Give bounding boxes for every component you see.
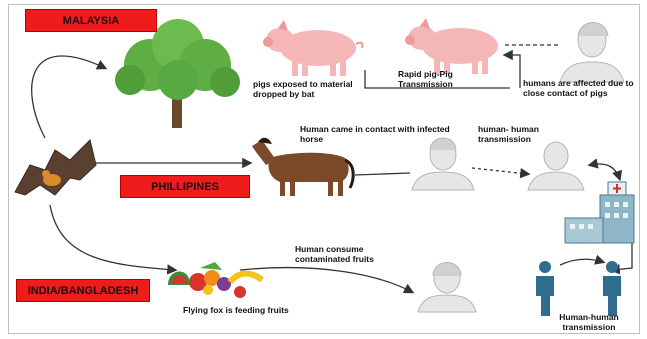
- caption-pigs-exposed: pigs exposed to material dropped by bat: [253, 80, 363, 99]
- person-icon: [528, 142, 584, 190]
- arrow-patient-patient: [560, 259, 603, 265]
- caption-pig-pig-transmission: Rapid pig-Pig Transmission: [398, 70, 488, 89]
- region-label-malaysia: MALAYSIA: [25, 9, 157, 32]
- arrow-bat-to-fruits: [50, 205, 175, 270]
- arrow-fruits-to-human: [240, 268, 412, 292]
- bat-icon: [15, 140, 96, 195]
- person-icon: [536, 261, 554, 316]
- line-horse-to-human: [355, 173, 410, 175]
- arrow-bat-to-tree: [32, 56, 105, 138]
- caption-human-consume: Human consume contaminated fruits: [295, 245, 405, 264]
- arrow-hospital-human: [590, 164, 620, 180]
- fruits-icon: [168, 262, 262, 298]
- caption-flying-fox: Flying fox is feeding fruits: [183, 306, 303, 316]
- person-icon: [560, 23, 624, 83]
- caption-human-human-2: Human-human transmission: [554, 313, 624, 332]
- caption-human-horse: Human came in contact with infected hors…: [300, 125, 450, 144]
- region-label-india-bangladesh: INDIA/BANGLADESH: [16, 279, 150, 302]
- horse-icon: [252, 138, 353, 196]
- hospital-icon: [565, 182, 634, 243]
- caption-humans-affected: humans are affected due to close contact…: [523, 79, 639, 98]
- dashed-human-human: [472, 168, 528, 174]
- arrow-to-pig2: [505, 55, 520, 88]
- pig-icon: [263, 20, 362, 76]
- pig-icon: [405, 18, 498, 74]
- region-label-phillipines: PHILLIPINES: [120, 175, 250, 198]
- caption-human-human-1: human- human transmission: [478, 125, 563, 144]
- tree-icon: [115, 19, 240, 128]
- person-icon: [412, 138, 474, 190]
- person-icon: [418, 263, 476, 313]
